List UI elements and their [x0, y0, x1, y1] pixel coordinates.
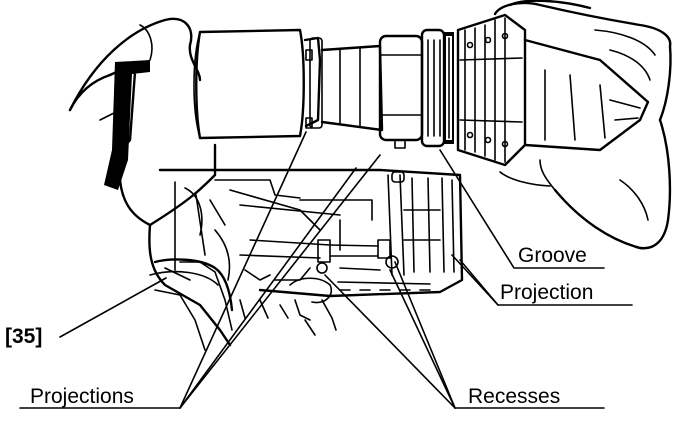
label-projections: Projections	[30, 385, 134, 408]
label-recesses: Recesses	[468, 385, 560, 408]
tool-body-left-edge	[99, 60, 150, 190]
label-projection: Projection	[500, 281, 593, 304]
housing	[148, 143, 464, 347]
label-ref-35: [35]	[5, 325, 42, 348]
label-groove: Groove	[518, 244, 587, 267]
callout-labels: Groove Projection [35] Projections Reces…	[5, 244, 593, 408]
tube-assembly	[193, 13, 650, 167]
right-hand	[493, 0, 672, 250]
lower-housing	[149, 258, 234, 351]
left-hand	[68, 17, 202, 227]
leader-lines	[19, 131, 633, 409]
